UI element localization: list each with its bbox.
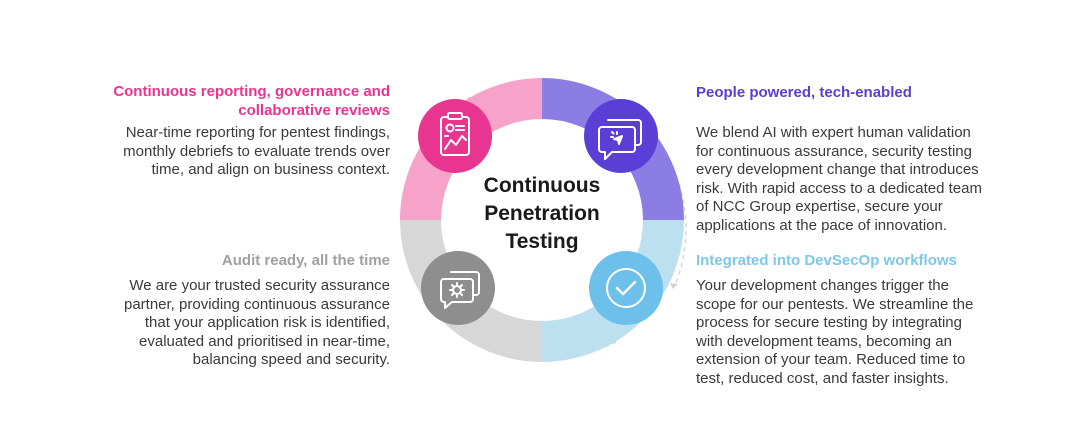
center-title-line-2: Penetration xyxy=(484,202,600,225)
people-line: every development change that introduces xyxy=(696,161,979,178)
reporting-line: monthly debriefs to evaluate trends over xyxy=(123,142,390,160)
audit-line: We are your trusted security assurance xyxy=(129,277,390,294)
reporting-line: Near-time reporting for pentest findings… xyxy=(125,124,390,141)
center-title-line-1: Continuous xyxy=(483,174,601,197)
people-line: of NCC Group expertise, secure your xyxy=(696,198,943,215)
reporting-heading: Continuous reporting, governance and col… xyxy=(60,82,390,120)
report-chart-icon xyxy=(418,99,492,173)
integrated-line: process for secure testing by integratin… xyxy=(696,314,962,331)
reporting-heading-line-1: Continuous reporting, governance and xyxy=(113,83,390,100)
audit-line: evaluated and prioritised in near-time, xyxy=(139,332,390,350)
people-line: risk. With rapid access to a dedicated t… xyxy=(696,179,982,197)
people-description: We blend AI with expert human validation… xyxy=(696,124,1016,235)
checkmark-icon xyxy=(589,251,663,325)
integrated-line: Your development changes trigger the xyxy=(696,277,949,294)
audit-description: We are your trusted security assurance p… xyxy=(60,277,390,370)
audit-line: that your application risk is identified… xyxy=(144,314,390,331)
audit-line: partner, providing continuous assurance xyxy=(123,295,390,313)
people-section: People powered, tech-enabled We blend AI… xyxy=(696,83,1016,235)
reporting-description: Near-time reporting for pentest findings… xyxy=(60,124,390,180)
audit-line: balancing speed and security. xyxy=(192,351,390,368)
integrated-description: Your development changes trigger the sco… xyxy=(696,277,1016,388)
reporting-heading-line-2: collaborative reviews xyxy=(238,102,390,119)
reporting-section: Continuous reporting, governance and col… xyxy=(60,82,390,180)
integrated-heading: Integrated into DevSecOp workflows xyxy=(696,252,957,269)
arrow-right xyxy=(674,183,687,286)
chat-spark-icon xyxy=(584,99,658,173)
center-title-line-3: Testing xyxy=(505,230,579,253)
reporting-line: time, and align on business context. xyxy=(151,161,390,178)
integrated-line: with development teams, becoming an xyxy=(696,332,952,350)
people-line: for continuous assurance, security testi… xyxy=(696,142,972,160)
people-line: applications at the pace of innovation. xyxy=(696,216,948,234)
integrated-line: scope for our pentests. We streamline th… xyxy=(696,295,974,313)
chat-gear-icon xyxy=(421,251,495,325)
audit-section: Audit ready, all the time We are your tr… xyxy=(60,251,390,370)
integrated-section: Integrated into DevSecOp workflows Your … xyxy=(696,251,1016,388)
people-heading: People powered, tech-enabled xyxy=(696,84,912,101)
center-title: Continuous Penetration Testing xyxy=(442,172,642,256)
integrated-line: extension of your team. Reduced time to xyxy=(696,351,966,368)
integrated-line: test, reduced cost, and faster insights. xyxy=(696,369,949,387)
people-line: We blend AI with expert human validation xyxy=(696,124,971,141)
audit-heading: Audit ready, all the time xyxy=(221,252,390,269)
